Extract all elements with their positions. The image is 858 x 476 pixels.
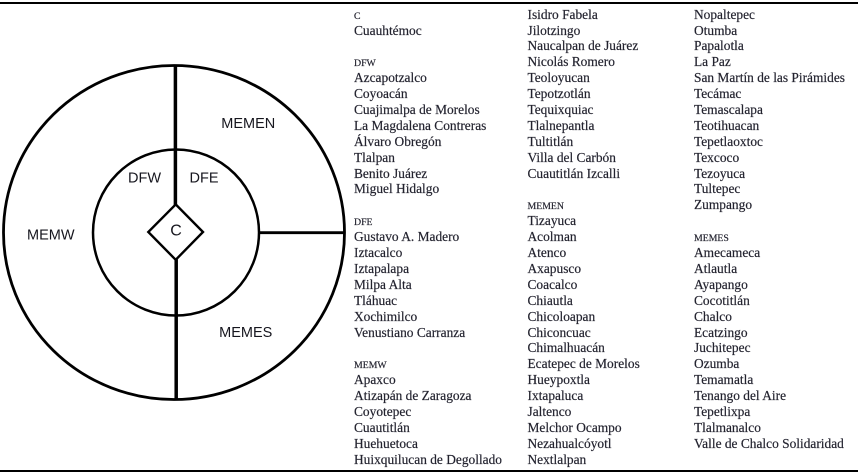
svg-text:MEMEN: MEMEN [221,116,275,132]
svg-text:C: C [170,223,182,240]
svg-text:MEMW: MEMW [27,228,75,244]
svg-text:DFW: DFW [128,171,161,187]
svg-text:MEMES: MEMES [219,325,272,341]
svg-text:DFE: DFE [190,171,219,187]
